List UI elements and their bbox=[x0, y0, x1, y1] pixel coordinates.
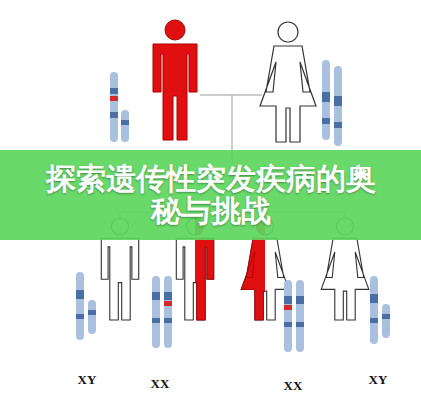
banner-title: 探索遗传性突发疾病的奥秘与挑战 bbox=[36, 163, 386, 227]
father-figure bbox=[153, 20, 197, 140]
chromosome-label: XX bbox=[151, 376, 170, 391]
title-banner bbox=[0, 150, 421, 240]
chromosome-pair bbox=[152, 276, 172, 348]
chromosome-label: XY bbox=[369, 372, 388, 387]
chromosome-label: XX bbox=[284, 378, 303, 393]
chromosome-pair bbox=[76, 272, 96, 340]
chromosome-label: XY bbox=[78, 372, 97, 387]
chromosome-pair bbox=[370, 276, 390, 344]
chromosome-pair bbox=[322, 60, 342, 146]
mother-figure bbox=[260, 22, 316, 142]
chromosome-pair bbox=[110, 72, 129, 142]
chromosome-pair bbox=[284, 280, 304, 352]
